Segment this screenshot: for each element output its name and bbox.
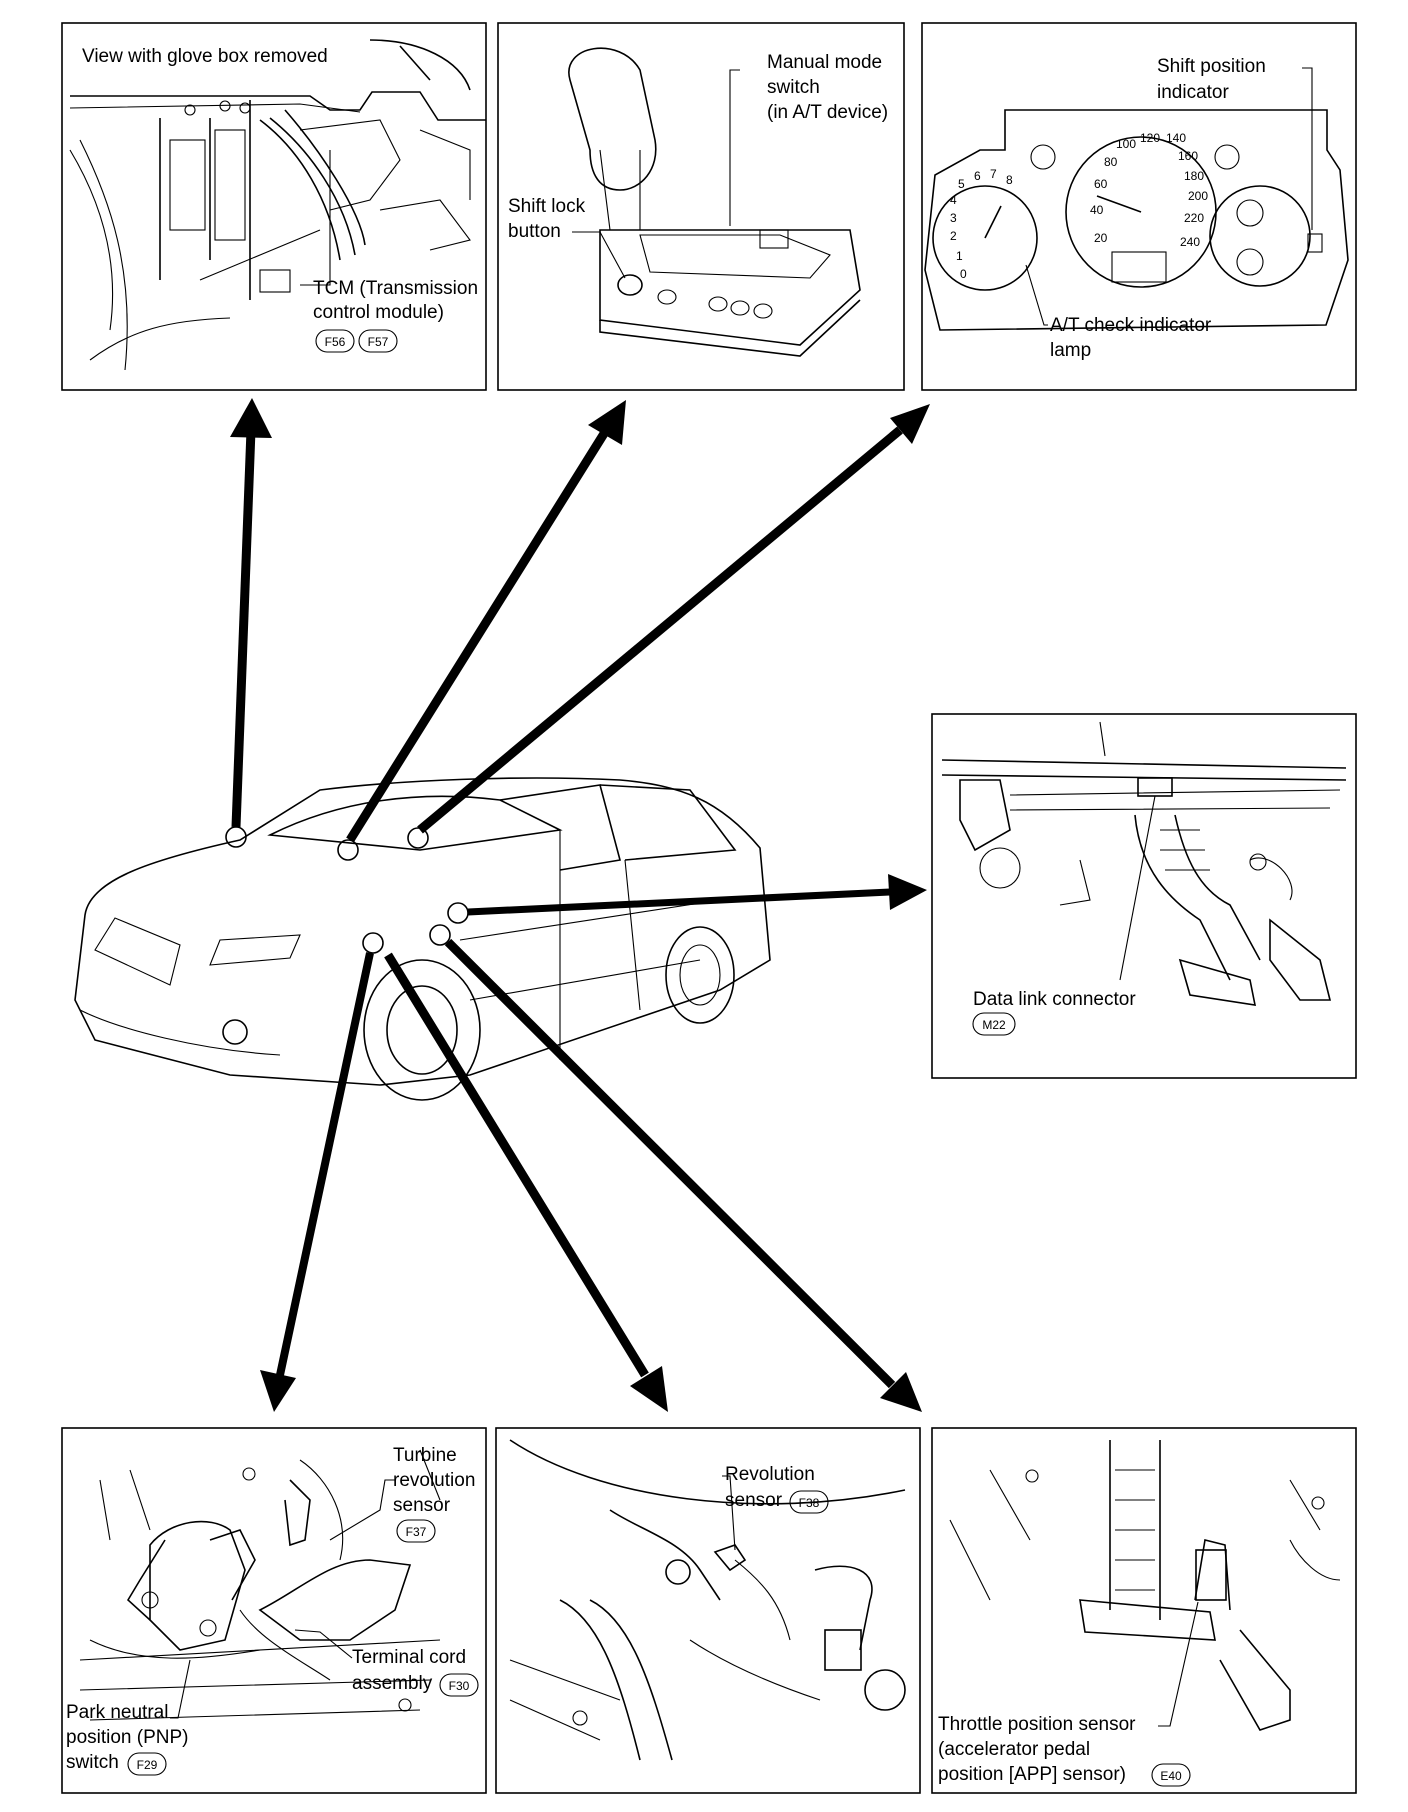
- arrow-to-meter: [417, 404, 930, 834]
- panel-revolution-sensor: Revolution sensor F38: [495, 1427, 921, 1794]
- svg-text:60: 60: [1094, 177, 1108, 191]
- turbine-label-line1: Turbine: [393, 1445, 457, 1466]
- svg-text:4: 4: [950, 193, 957, 207]
- at-check-label-line2: lamp: [1050, 340, 1091, 361]
- transmission-side-drawing: [79, 1449, 441, 1721]
- shift-lock-label-line2: button: [508, 221, 561, 242]
- svg-text:1: 1: [956, 249, 963, 263]
- shift-position-label-line2: indicator: [1157, 82, 1229, 103]
- svg-text:200: 200: [1188, 189, 1208, 203]
- connector-badge-f56: F56: [315, 329, 355, 353]
- panel-pnp-switch: Turbine revolution sensor F37 Terminal c…: [61, 1427, 487, 1794]
- leader-arrows: [230, 398, 930, 1412]
- svg-text:F29: F29: [137, 1758, 158, 1772]
- shift-lock-label-line1: Shift lock: [508, 196, 586, 217]
- panel-data-link: Data link connector M22: [931, 713, 1357, 1079]
- terminal-cord-label-line2: assembly: [352, 1673, 433, 1694]
- svg-text:M22: M22: [982, 1018, 1006, 1032]
- tcm-view-caption: View with glove box removed: [82, 46, 328, 67]
- arrow-to-data-link: [467, 874, 927, 916]
- marker-shifter: [337, 839, 359, 861]
- tcm-label-line2: control module): [313, 302, 444, 323]
- at-check-label-line1: A/T check indicator: [1050, 315, 1212, 336]
- vehicle-outline: [74, 777, 771, 1101]
- svg-text:140: 140: [1166, 131, 1186, 145]
- svg-text:0: 0: [960, 267, 967, 281]
- arrow-to-revolution: [384, 952, 668, 1412]
- arrow-to-tps: [444, 938, 922, 1412]
- tps-label-line1: Throttle position sensor: [938, 1714, 1136, 1735]
- pnp-label-line3: switch: [66, 1752, 119, 1773]
- pnp-label-line1: Park neutral: [66, 1702, 168, 1723]
- pnp-label-line2: position (PNP): [66, 1727, 189, 1748]
- arrow-to-tcm: [230, 398, 272, 828]
- svg-text:180: 180: [1184, 169, 1204, 183]
- connector-badge-f29: F29: [127, 1752, 167, 1776]
- under-dash-drawing: [941, 721, 1347, 1006]
- svg-text:240: 240: [1180, 235, 1200, 249]
- manual-mode-label-line2: switch: [767, 77, 820, 98]
- connector-badge-f57: F57: [358, 329, 398, 353]
- tcm-label-line1: TCM (Transmission: [313, 278, 478, 299]
- panel-throttle-position-sensor: Throttle position sensor (accelerator pe…: [931, 1427, 1357, 1794]
- location-markers: [225, 826, 469, 954]
- svg-text:5: 5: [958, 177, 965, 191]
- svg-text:100: 100: [1116, 137, 1136, 151]
- connector-badge-f37: F37: [396, 1519, 436, 1543]
- svg-text:F30: F30: [449, 1679, 470, 1693]
- manual-mode-label-line1: Manual mode: [767, 52, 882, 73]
- shift-position-label-line1: Shift position: [1157, 56, 1266, 77]
- svg-text:3: 3: [950, 211, 957, 225]
- accelerator-pedal-drawing: [949, 1440, 1341, 1731]
- svg-text:80: 80: [1104, 155, 1118, 169]
- revolution-label-line1: Revolution: [725, 1464, 815, 1485]
- connector-badge-m22: M22: [972, 1012, 1016, 1036]
- tps-label-line3: position [APP] sensor): [938, 1764, 1126, 1785]
- arrow-to-shifter: [346, 400, 626, 843]
- svg-text:E40: E40: [1160, 1769, 1182, 1783]
- svg-text:160: 160: [1178, 149, 1198, 163]
- marker-data-link: [447, 902, 469, 924]
- svg-text:F57: F57: [368, 335, 389, 349]
- tps-label-line2: (accelerator pedal: [938, 1739, 1090, 1760]
- turbine-label-line2: revolution: [393, 1470, 475, 1491]
- marker-meter: [407, 827, 429, 849]
- arrow-to-pnp: [260, 952, 374, 1412]
- svg-text:7: 7: [990, 167, 997, 181]
- svg-text:6: 6: [974, 169, 981, 183]
- svg-text:F37: F37: [406, 1525, 427, 1539]
- svg-text:8: 8: [1006, 173, 1013, 187]
- svg-text:220: 220: [1184, 211, 1204, 225]
- terminal-cord-label-line1: Terminal cord: [352, 1647, 466, 1668]
- svg-text:F38: F38: [799, 1496, 820, 1510]
- marker-pnp: [362, 932, 384, 954]
- transmission-bottom-drawing: [509, 1439, 906, 1761]
- svg-text:120: 120: [1140, 131, 1160, 145]
- revolution-label-line2: sensor: [725, 1490, 783, 1511]
- marker-revolution: [429, 924, 451, 946]
- shift-lever-drawing: [568, 47, 861, 357]
- svg-text:F56: F56: [325, 335, 346, 349]
- marker-tcm: [225, 826, 247, 848]
- manual-mode-label-line3: (in A/T device): [767, 102, 888, 123]
- panel-tcm: View with glove box removed TCM (Transmi…: [61, 22, 487, 391]
- combination-meter-drawing: 20 40 60 80 100 120 140 160 180 200 220 …: [924, 67, 1349, 331]
- svg-text:2: 2: [950, 229, 957, 243]
- panel-shifter: Manual mode switch (in A/T device) Shift…: [497, 22, 905, 391]
- connector-badge-e40: E40: [1151, 1763, 1191, 1787]
- svg-text:40: 40: [1090, 203, 1104, 217]
- dashboard-drawing: [69, 39, 486, 371]
- data-link-connector-label: Data link connector: [973, 989, 1136, 1010]
- turbine-label-line3: sensor: [393, 1495, 451, 1516]
- panel-meter: 20 40 60 80 100 120 140 160 180 200 220 …: [921, 22, 1357, 391]
- svg-text:20: 20: [1094, 231, 1108, 245]
- connector-badge-f30: F30: [439, 1673, 479, 1697]
- connector-badge-f38: F38: [789, 1490, 829, 1514]
